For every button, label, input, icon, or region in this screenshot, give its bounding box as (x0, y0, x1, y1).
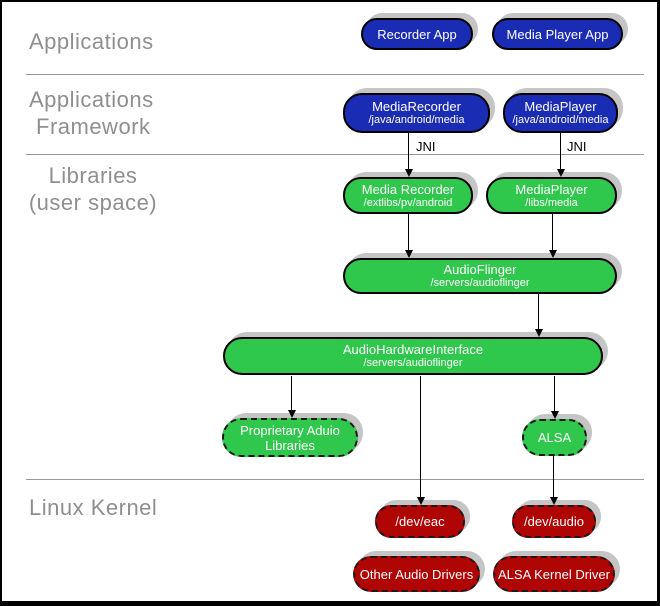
node-media-recorder-library: Media Recorder /extlibs/pv/android (343, 177, 473, 214)
node-audioflinger: AudioFlinger /servers/audioflinger (343, 258, 617, 294)
section-label-applications: Applications (29, 29, 154, 54)
node-mediaplayer-framework: MediaPlayer /java/android/media (503, 93, 618, 133)
arrow-mediaplayer-to-audioflinger (548, 214, 557, 258)
arrow-audioflinger-to-audiohardwareinterface (534, 294, 543, 337)
node-alsa: ALSA (522, 419, 587, 456)
node-subtitle: /servers/audioflinger (430, 277, 530, 289)
arrow-ahi-to-dev-eac (416, 376, 425, 505)
node-title: ALSA (537, 430, 572, 445)
arrow-ahi-to-alsa (550, 376, 559, 419)
node-title: AudioHardwareInterface (342, 342, 484, 357)
node-title: /dev/eac (395, 514, 445, 529)
node-recorder-app: Recorder App (361, 18, 473, 50)
node-proprietary-audio-libraries: Proprietary Aduio Libraries (222, 418, 358, 457)
node-subtitle: /libs/media (525, 196, 578, 209)
section-label-libraries: Libraries (user space) (18, 162, 168, 216)
node-other-audio-drivers: Other Audio Drivers (353, 556, 480, 592)
arrow-ahi-to-proprietary-libraries (287, 376, 296, 418)
node-title: ALSA Kernel Driver (498, 566, 610, 582)
node-mediarecorder-framework: MediaRecorder /java/android/media (343, 93, 490, 133)
node-title: AudioFlinger (443, 262, 517, 277)
section-label-linux-kernel: Linux Kernel (29, 495, 158, 520)
section-label-line: Framework (36, 114, 151, 139)
jni-label-right: JNI (567, 139, 587, 154)
section-label-line: (user space) (28, 190, 158, 215)
node-alsa-kernel-driver: ALSA Kernel Driver (493, 556, 615, 592)
node-media-player-app: Media Player App (492, 18, 623, 50)
node-subtitle: /servers/audioflinger (363, 357, 463, 369)
node-title: MediaRecorder (372, 99, 461, 114)
section-label-applications-framework: Applications Framework (29, 86, 154, 140)
jni-label-left: JNI (416, 139, 436, 154)
divider-framework (26, 154, 644, 155)
node-title: MediaPlayer (515, 181, 588, 197)
divider-kernel (26, 479, 644, 480)
node-dev-audio: /dev/audio (512, 505, 596, 538)
section-label-line: Libraries (48, 163, 138, 188)
node-dev-eac: /dev/eac (375, 505, 465, 538)
node-title: Other Audio Drivers (359, 566, 474, 582)
node-subtitle: /java/android/media (368, 114, 465, 126)
node-title: Media Recorder (361, 181, 455, 197)
node-subtitle: /extlibs/pv/android (363, 196, 453, 209)
node-audio-hardware-interface: AudioHardwareInterface /servers/audiofli… (223, 337, 603, 375)
node-title: Media Player App (506, 26, 609, 42)
node-title: /dev/audio (524, 514, 584, 529)
node-mediaplayer-library: MediaPlayer /libs/media (486, 177, 617, 214)
node-title: Recorder App (377, 26, 457, 42)
divider-applications (26, 74, 644, 75)
node-subtitle: /java/android/media (512, 114, 609, 126)
arrow-mediarecorder-to-audioflinger (404, 214, 413, 258)
arrow-mediarecorder-jni (404, 133, 413, 177)
arrow-alsa-to-dev-audio (549, 456, 558, 505)
node-title: Proprietary Aduio Libraries (240, 422, 340, 453)
section-label-line: Applications (29, 87, 154, 112)
arrow-mediaplayer-jni (556, 133, 565, 177)
node-title: MediaPlayer (524, 99, 597, 114)
